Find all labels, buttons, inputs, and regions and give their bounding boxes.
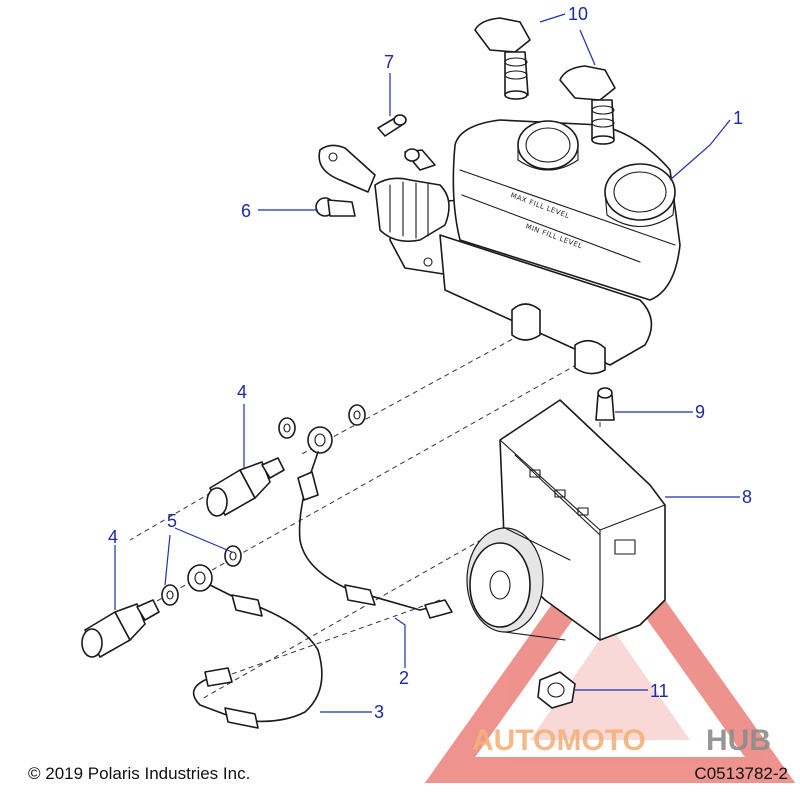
bolt-part-6[interactable] <box>315 197 356 217</box>
brake-line-part-2[interactable] <box>297 426 453 619</box>
watermark-text: AUTOMOTO HUB <box>472 724 771 757</box>
banjo-bolt-part-4-upper[interactable] <box>206 457 285 517</box>
callout-4-upper: 4 <box>237 382 247 402</box>
pressure-sensor-part-10b[interactable] <box>559 65 616 145</box>
callout-3: 3 <box>374 702 384 722</box>
callout-2: 2 <box>399 668 409 688</box>
bleeder-part-9[interactable] <box>595 387 615 421</box>
callout-4-lower: 4 <box>108 527 118 547</box>
copyright-notice: © 2019 Polaris Industries Inc. <box>28 764 251 783</box>
watermark-text-part1: AUTOMOTO <box>472 724 646 757</box>
callout-9: 9 <box>695 402 705 422</box>
assembly-dash-lines <box>129 334 601 701</box>
nut-part-11[interactable] <box>537 671 576 709</box>
leader-lines <box>114 13 740 713</box>
callout-numbers: 1 2 3 4 4 5 6 7 8 9 10 11 <box>108 4 752 722</box>
callout-8: 8 <box>742 487 752 507</box>
banjo-bolt-part-4-lower[interactable] <box>81 599 160 658</box>
callout-6: 6 <box>241 201 251 221</box>
callout-5: 5 <box>167 511 177 531</box>
bolt-upper[interactable] <box>404 148 436 171</box>
callout-1: 1 <box>733 108 743 128</box>
diagram-id: C0513782-2 <box>694 764 788 783</box>
brake-line-part-3[interactable] <box>187 564 323 729</box>
master-cylinder[interactable]: MAX FILL LEVEL MIN FILL LEVEL <box>318 119 681 375</box>
callout-10: 10 <box>568 4 588 24</box>
watermark-logo <box>424 522 796 783</box>
bolt-part-7[interactable] <box>377 114 407 137</box>
abs-module-part-8[interactable] <box>466 399 666 641</box>
pressure-sensor-part-10[interactable] <box>474 17 531 100</box>
watermark-text-part2: HUB <box>706 724 771 757</box>
callout-7: 7 <box>384 52 394 72</box>
callout-11: 11 <box>650 681 669 701</box>
